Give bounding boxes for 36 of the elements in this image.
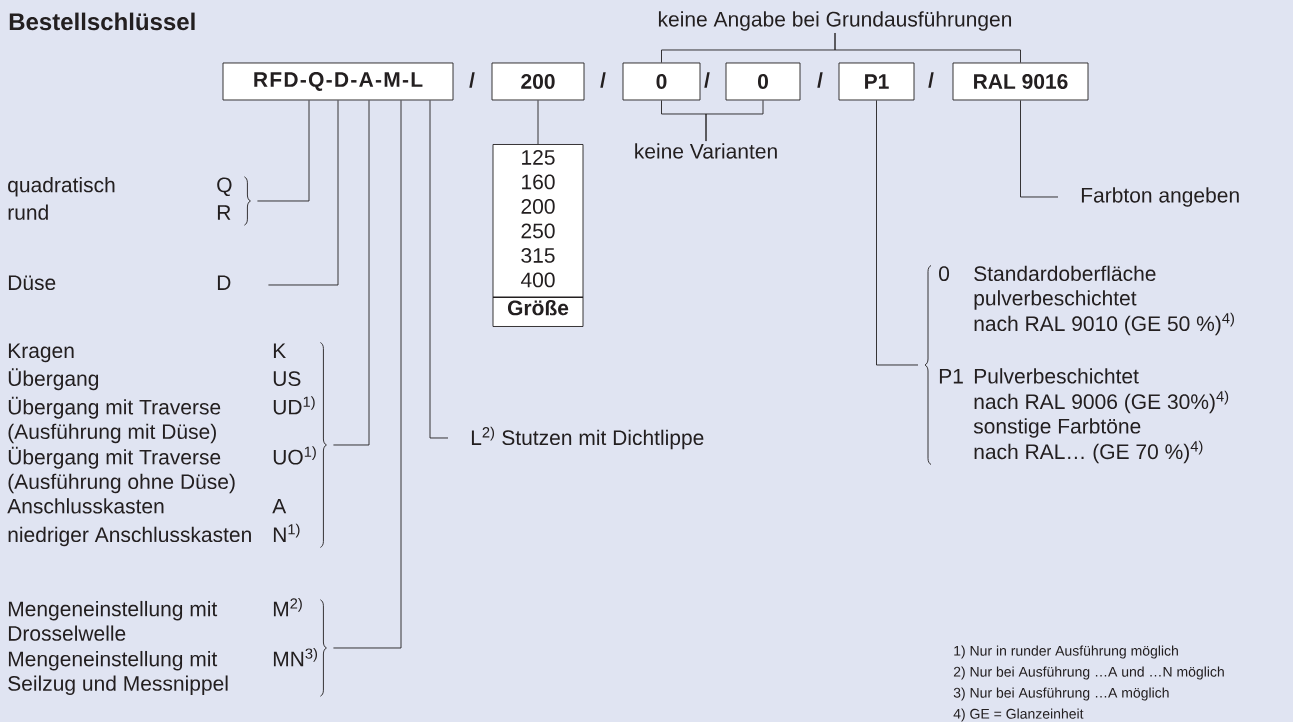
option-text: L$^{2)}$ Stutzen mit Dichtlippe <box>471 426 704 450</box>
option-list: Düse D <box>8 275 231 291</box>
connector-line <box>876 100 919 366</box>
separator-slash: / <box>704 72 710 88</box>
footnote: 1) Nur in runder Ausführung möglich <box>954 645 1178 659</box>
size-table: 125 160 200 250 315 400 Größe <box>492 144 584 327</box>
code-box: P1 <box>838 62 915 101</box>
connector-line <box>332 100 370 446</box>
footnote: 3) Nur bei Ausführung …A möglich <box>953 687 1169 701</box>
connector-line <box>1020 100 1059 198</box>
footnote: 2) Nur bei Ausführung …A und …N möglich <box>953 666 1224 680</box>
code-box: 200 <box>491 62 585 101</box>
bracket-line <box>834 32 1021 63</box>
connector-line <box>429 100 449 439</box>
separator-slash: / <box>817 72 823 88</box>
bracket-line <box>705 100 764 142</box>
annotation-text: Farbton angeben <box>1081 187 1239 207</box>
connector-line <box>537 100 539 145</box>
separator-slash: / <box>600 72 606 88</box>
connector-line <box>256 100 310 202</box>
code-box: 0 <box>622 62 701 101</box>
footnote: 4) GE = Glanzeinheit <box>953 708 1084 722</box>
annotation-text: keine Varianten <box>635 143 777 159</box>
option-list: Mengeneinstellung mit Drosselwelle M$^{2)}$ Mengeneinstellung mit Seilzug und Messnippel MN$^{3)}$ <box>8 597 317 696</box>
connector-line <box>332 100 402 649</box>
code-box: RAL 9016 <box>952 62 1089 101</box>
annotation-text: keine Angabe bei Grundausführungen <box>658 11 1012 31</box>
separator-slash: / <box>928 72 934 88</box>
connector-line <box>267 100 339 286</box>
title: Bestellschlüssel <box>9 12 195 31</box>
separator-slash: / <box>469 72 475 88</box>
code-box: 0 <box>725 62 801 101</box>
option-list: 0 Standardoberfläche pulverbeschichtet nach RAL 9010 (GE 50 %)$^{4)}$ P1 Pulverbeschichtet nach RAL 9006 (GE 30%)$^{4)}$ sonstige Farbtöne nach RAL… (GE 70 %)$^{4)}$ <box>939 265 1234 464</box>
code-box: RFD-Q-D-A-M-L <box>222 62 454 101</box>
option-list: Kragen K Übergang US Übergang mit Traverse (Ausführung mit Düse) UD$^{1)}$ Übergang mit Traverse (Ausführung ohne Düse) UO$^{1)}$ Anschlusskasten A niedriger Anschlusskasten N$^{1)}$ <box>7 343 316 547</box>
option-list: quadratisch Q rund R <box>8 176 232 220</box>
